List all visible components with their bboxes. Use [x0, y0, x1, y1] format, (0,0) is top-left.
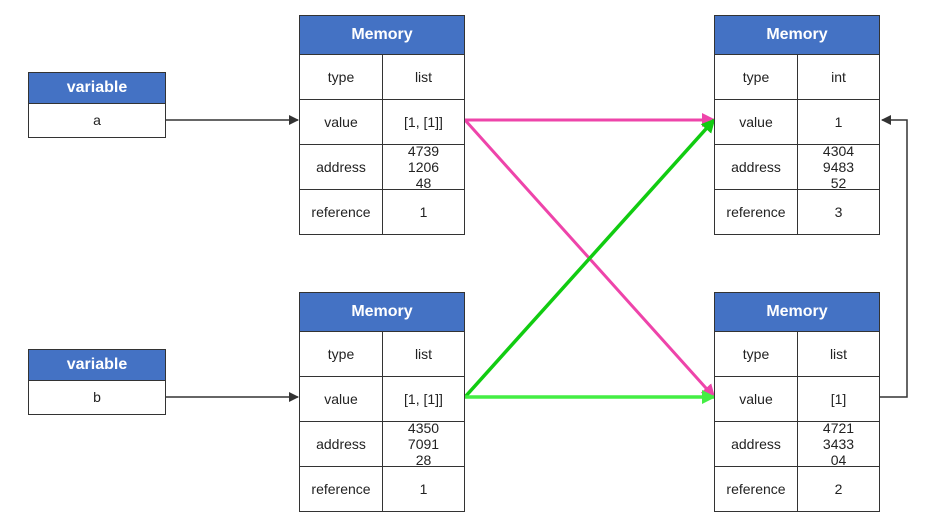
variable-header: variable — [29, 73, 165, 104]
memory-row-reference: reference 1 — [300, 467, 464, 511]
memory-key: value — [715, 377, 798, 421]
memory-row-reference: reference 3 — [715, 190, 879, 234]
memory-key: reference — [300, 190, 383, 234]
memory-row-type: type list — [715, 332, 879, 377]
memory-row-value: value 1 — [715, 100, 879, 145]
memory-value: 4739120648 — [407, 143, 440, 191]
memory-value: 4721343304 — [822, 420, 855, 468]
memory-value: 2 — [834, 481, 843, 497]
variable-name: b — [93, 389, 101, 405]
arrow-mem4-to-mem3 — [880, 115, 908, 398]
memory-key: address — [715, 422, 798, 466]
memory-key: address — [300, 422, 383, 466]
memory-value: 3 — [834, 204, 843, 220]
memory-value: [1, [1]] — [404, 114, 443, 130]
variable-name: a — [93, 112, 101, 128]
memory-block-4: Memory type list value [1] address 47213… — [714, 292, 880, 512]
variable-box-a: variable a — [28, 72, 166, 138]
memory-value: list — [414, 346, 433, 362]
memory-key: value — [300, 100, 383, 144]
memory-value: int — [831, 69, 846, 85]
memory-value: list — [414, 69, 433, 85]
memory-key: value — [300, 377, 383, 421]
memory-row-type: type list — [300, 55, 464, 100]
memory-value: list — [829, 346, 848, 362]
memory-row-value: value [1, [1]] — [300, 377, 464, 422]
memory-row-address: address 4350709128 — [300, 420, 464, 468]
memory-row-type: type list — [300, 332, 464, 377]
memory-value: 1 — [419, 204, 428, 220]
variable-header: variable — [29, 350, 165, 381]
memory-block-3: Memory type int value 1 address 43049483… — [714, 15, 880, 235]
memory-value: 4304948352 — [822, 143, 855, 191]
memory-value: 1 — [834, 114, 843, 130]
memory-value: 4350709128 — [407, 420, 440, 468]
memory-row-address: address 4304948352 — [715, 143, 879, 191]
memory-key: type — [715, 55, 798, 99]
memory-value: [1] — [830, 391, 847, 407]
memory-row-reference: reference 2 — [715, 467, 879, 511]
memory-header: Memory — [300, 293, 464, 332]
memory-header: Memory — [300, 16, 464, 55]
memory-key: type — [300, 332, 383, 376]
memory-row-value: value [1, [1]] — [300, 100, 464, 145]
memory-row-reference: reference 1 — [300, 190, 464, 234]
memory-key: type — [300, 55, 383, 99]
memory-block-1: Memory type list value [1, [1]] address … — [299, 15, 465, 235]
memory-key: address — [300, 145, 383, 189]
memory-key: value — [715, 100, 798, 144]
memory-value: [1, [1]] — [404, 391, 443, 407]
memory-key: reference — [715, 467, 798, 511]
memory-row-address: address 4721343304 — [715, 420, 879, 468]
variable-box-b: variable b — [28, 349, 166, 415]
arrow-green-mem2-to-mem3 — [463, 118, 716, 399]
memory-key: reference — [715, 190, 798, 234]
memory-header: Memory — [715, 293, 879, 332]
memory-row-value: value [1] — [715, 377, 879, 422]
memory-key: reference — [300, 467, 383, 511]
memory-value: 1 — [419, 481, 428, 497]
memory-key: type — [715, 332, 798, 376]
memory-key: address — [715, 145, 798, 189]
memory-block-2: Memory type list value [1, [1]] address … — [299, 292, 465, 512]
memory-row-type: type int — [715, 55, 879, 100]
memory-row-address: address 4739120648 — [300, 143, 464, 191]
memory-header: Memory — [715, 16, 879, 55]
